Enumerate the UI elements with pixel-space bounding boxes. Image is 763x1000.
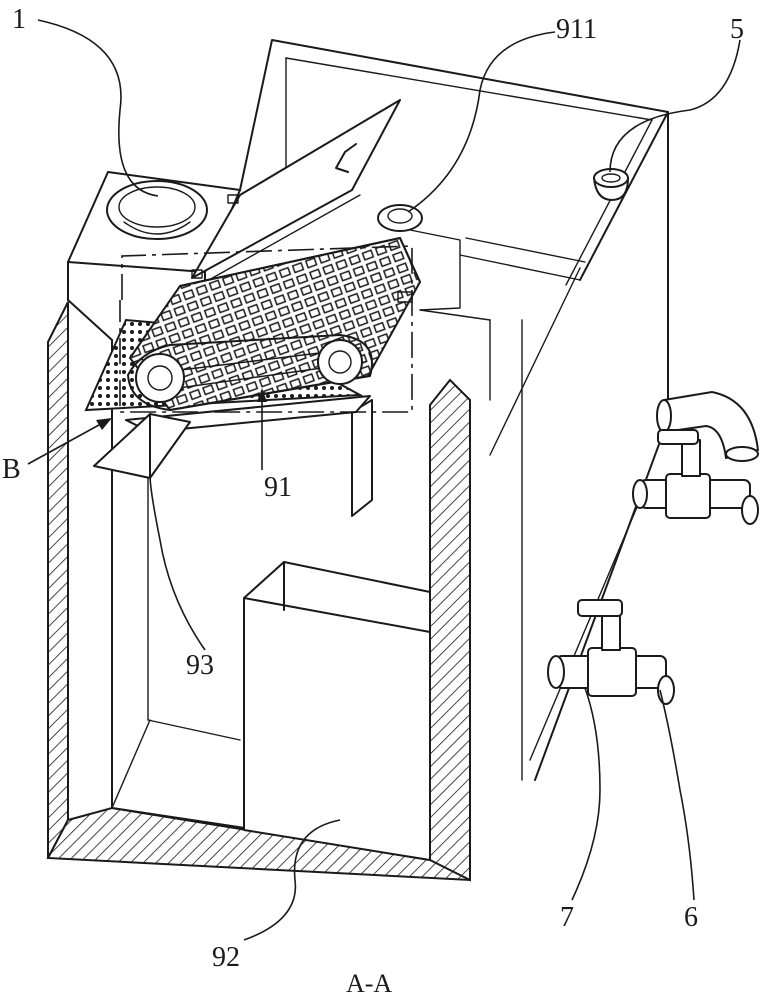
elbow-pipe bbox=[656, 391, 759, 462]
label-5: 5 bbox=[730, 14, 744, 45]
label-91: 91 bbox=[264, 472, 292, 503]
section-cut-line bbox=[119, 245, 413, 413]
label-6: 6 bbox=[684, 902, 698, 933]
label-93: 93 bbox=[186, 650, 214, 681]
label-7: 7 bbox=[560, 902, 574, 933]
chain-conveyor bbox=[127, 236, 422, 412]
hinged-lid bbox=[191, 99, 401, 286]
label-92: 92 bbox=[212, 942, 240, 973]
inner-baffle bbox=[351, 399, 373, 517]
label-1: 1 bbox=[12, 4, 26, 35]
inlet-funnel bbox=[106, 180, 208, 240]
front-walls bbox=[46, 299, 471, 882]
chute bbox=[93, 413, 191, 479]
drive-fitting bbox=[377, 204, 423, 232]
section-caption: A-A bbox=[346, 969, 392, 998]
collection-box bbox=[243, 561, 431, 861]
label-b: B bbox=[2, 454, 21, 485]
upper-valve bbox=[632, 429, 759, 525]
label-911: 911 bbox=[556, 14, 597, 45]
outlet-port bbox=[593, 168, 629, 201]
lower-valve bbox=[547, 599, 675, 705]
leader-lines bbox=[27, 19, 741, 941]
